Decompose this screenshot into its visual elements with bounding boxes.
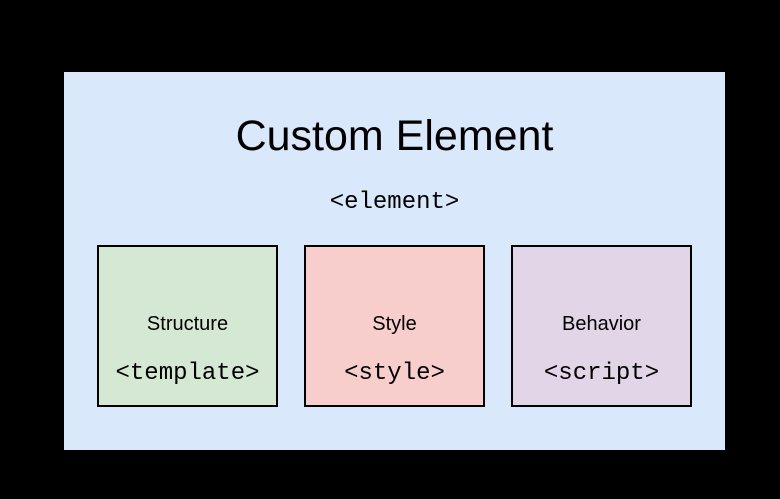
component-box-style: Style <style> (304, 245, 485, 407)
component-label: Style (372, 313, 417, 335)
component-tag: <style> (344, 360, 445, 387)
component-tag: <template> (115, 360, 260, 387)
component-box-structure: Structure <template> (97, 245, 278, 407)
custom-element-title: Custom Element (235, 112, 554, 160)
component-tag: <script> (543, 360, 660, 387)
custom-element-container: Custom Element <element> Structure <temp… (62, 70, 727, 452)
component-box-behavior: Behavior <script> (511, 245, 692, 407)
component-label: Behavior (562, 313, 641, 335)
components-row: Structure <template> Style <style> Behav… (64, 245, 725, 407)
custom-element-tag: <element> (329, 189, 460, 216)
component-label: Structure (146, 313, 229, 335)
